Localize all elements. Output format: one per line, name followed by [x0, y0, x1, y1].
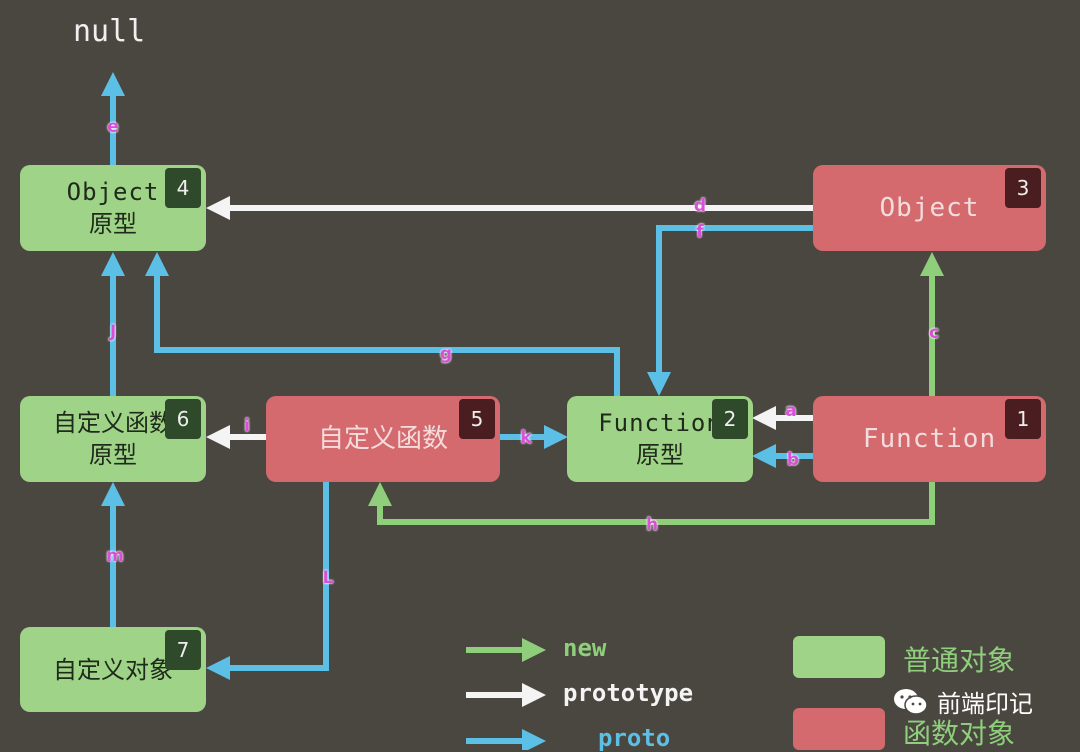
node-badge: 3 — [1005, 168, 1041, 208]
null-label: null — [73, 14, 146, 49]
node-badge: 4 — [165, 168, 201, 208]
node-label: 自定义对象 — [53, 655, 173, 684]
node-badge: 2 — [712, 399, 748, 439]
legend-ordinary-swatch — [793, 636, 885, 678]
legend-new: new — [563, 634, 607, 662]
node-badge: 5 — [459, 399, 495, 439]
node-function-prototype: Function 原型 2 — [567, 396, 753, 482]
legend-ordinary: 普通对象 — [903, 644, 1016, 677]
node-custom-function: 自定义函数 5 — [266, 396, 500, 482]
node-custom-object: 自定义对象 7 — [20, 627, 206, 712]
edge-f — [647, 225, 813, 396]
node-badge: 1 — [1005, 399, 1041, 439]
edge-label-b: b — [786, 450, 800, 470]
edge-L — [206, 482, 329, 680]
legend-function-swatch — [793, 708, 885, 750]
edge-label-i: i — [244, 416, 250, 436]
node-badge: 6 — [165, 399, 201, 439]
node-label: Object — [879, 193, 980, 223]
node-badge: 7 — [165, 630, 201, 670]
watermark-text: 前端印记 — [937, 690, 1033, 718]
node-object: Object 3 — [813, 165, 1046, 251]
node-object-prototype: Object 原型 4 — [20, 165, 206, 251]
edge-label-L: L — [322, 568, 334, 588]
edge-label-k: k — [520, 428, 532, 448]
legend-proto: proto — [598, 724, 671, 752]
edge-label-a: a — [785, 401, 797, 421]
edge-label-e: e — [107, 117, 119, 137]
node-label: 原型 — [89, 210, 137, 238]
edge-label-h: h — [645, 515, 659, 535]
edge-label-g: g — [439, 344, 453, 364]
watermark: 前端印记 — [893, 684, 1033, 719]
node-label: Function — [598, 409, 722, 437]
node-label: 自定义函数 — [53, 409, 173, 437]
edge-label-m: m — [106, 546, 124, 566]
node-label: 原型 — [636, 441, 684, 469]
node-custom-function-prototype: 自定义函数 原型 6 — [20, 396, 206, 482]
edge-label-c: c — [928, 323, 940, 343]
node-function: Function 1 — [813, 396, 1046, 482]
edge-h — [368, 482, 935, 525]
wechat-icon — [894, 688, 928, 715]
edge-label-d: d — [693, 196, 707, 216]
edge-label-f: f — [696, 222, 704, 242]
node-label: Object — [66, 178, 160, 206]
node-label: Function — [862, 424, 997, 454]
edge-label-J: J — [109, 322, 117, 342]
legend-prototype: prototype — [563, 679, 694, 707]
node-label: 原型 — [89, 441, 137, 469]
edge-g — [145, 252, 620, 396]
legend-function: 函数对象 — [903, 717, 1016, 750]
node-label: 自定义函数 — [317, 424, 448, 454]
